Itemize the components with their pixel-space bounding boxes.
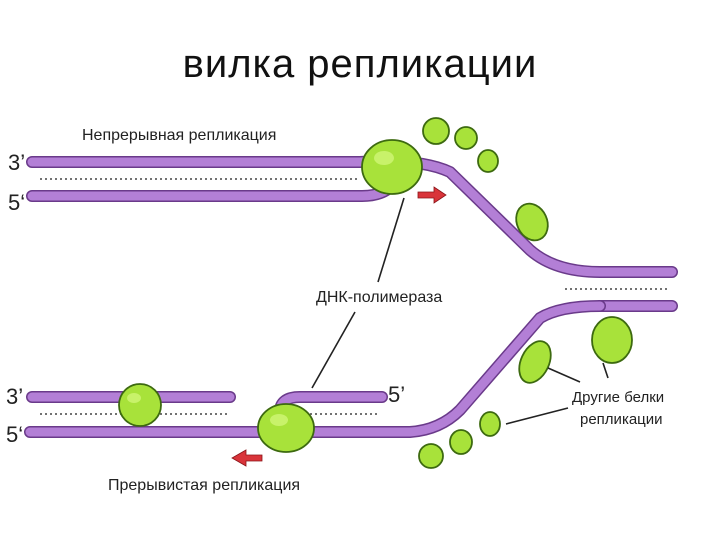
protein-lower-left-highlight <box>127 393 141 403</box>
polymerase-pointer-bottom <box>312 312 355 388</box>
polymerase-label: ДНК-полимераза <box>316 289 442 306</box>
leading-new-strand <box>32 182 395 196</box>
bottom-5prime-label: 5‘ <box>6 422 23 447</box>
top-parent-strand <box>32 161 672 272</box>
lagging-direction-arrow <box>232 450 262 466</box>
protein-bottom-2 <box>450 430 472 454</box>
protein-right-large <box>592 317 632 363</box>
protein-bottom-1 <box>419 444 443 468</box>
discontinuous-replication-label: Прерывистая репликация <box>108 477 300 494</box>
polymerase-pointer-top <box>378 198 404 282</box>
proteins-pointer-2 <box>603 363 608 378</box>
other-proteins-label-line2: репликации <box>580 411 663 428</box>
polymerase-top-highlight <box>374 151 394 165</box>
proteins-pointer-1 <box>548 368 580 382</box>
top-5prime-label: 5‘ <box>8 190 25 215</box>
continuous-replication-label: Непрерывная репликация <box>82 127 276 144</box>
protein-small-1 <box>423 118 449 144</box>
protein-small-3 <box>478 150 498 172</box>
top-3prime-label: 3’ <box>8 150 25 175</box>
protein-bottom-3 <box>480 412 500 436</box>
polymerase-bottom-blob <box>258 404 314 452</box>
bottom-3prime-label: 3’ <box>6 384 23 409</box>
leading-direction-arrow <box>418 187 446 203</box>
polymerase-bottom-highlight <box>270 414 288 426</box>
bottom-parent-strand-edge <box>30 306 600 432</box>
other-proteins-label-line1: Другие белки <box>572 389 664 406</box>
bottom-parent-strand <box>30 306 600 432</box>
protein-small-2 <box>455 127 477 149</box>
proteins-pointer-3 <box>506 408 568 424</box>
okazaki-5prime-label: 5’ <box>388 382 405 407</box>
top-parent-strand-edge <box>32 161 672 272</box>
polymerase-top-blob <box>362 140 422 194</box>
protein-lower-left-blob <box>119 384 161 426</box>
